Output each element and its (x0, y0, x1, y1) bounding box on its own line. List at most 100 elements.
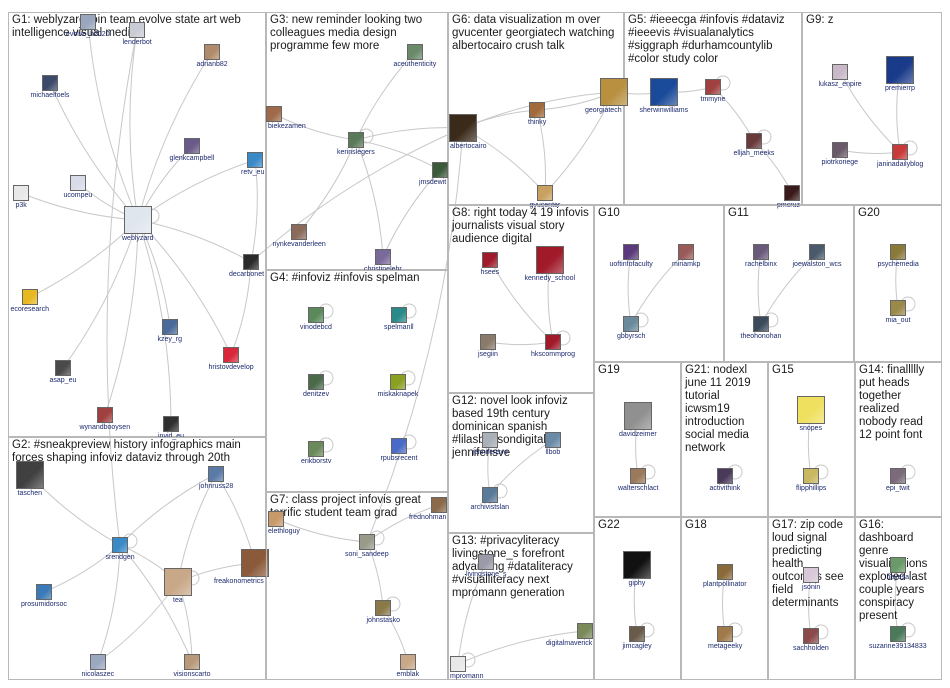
node-avatar-elljah-meeks[interactable] (746, 133, 762, 149)
node-avatar-piotrkoriege[interactable] (832, 142, 848, 158)
node-avatar-kerinslegers[interactable] (348, 132, 364, 148)
node-avatar-adrianb82[interactable] (204, 44, 220, 60)
node-avatar-biekezamen[interactable] (266, 106, 282, 122)
node-avatar-lukasz-enpire[interactable] (832, 64, 848, 80)
node-avatar-gvucenter[interactable] (537, 185, 553, 201)
node-avatar-albertocairo[interactable] (449, 114, 477, 142)
node-avatar-activithink[interactable] (717, 468, 733, 484)
node-avatar-sachholden[interactable] (803, 628, 819, 644)
node-avatar-srendgen[interactable] (112, 537, 128, 553)
node-avatar-archivistslan[interactable] (482, 487, 498, 503)
node-avatar-soni-sandeep[interactable] (359, 534, 375, 550)
node-avatar-kzey-rg[interactable] (162, 319, 178, 335)
cluster-title: G4: #infoviz #infovis spelman (270, 272, 420, 284)
node-avatar-flipphillips[interactable] (803, 468, 819, 484)
node-avatar-evolve-h2020[interactable] (80, 14, 96, 30)
node-avatar-aceuthenticity[interactable] (407, 44, 423, 60)
node-label: flipphillips (796, 485, 827, 492)
node-avatar-wynandbooysen[interactable] (97, 407, 113, 423)
node-avatar-rpubsrecent[interactable] (391, 438, 407, 454)
node-avatar-invid-eu[interactable] (163, 416, 179, 432)
cluster-title: G11 (728, 207, 749, 219)
node-label: giphy (628, 580, 646, 587)
node-avatar-decarbonet[interactable] (243, 254, 259, 270)
node-avatar-vinodebcd[interactable] (308, 307, 324, 323)
node-avatar-denitzev[interactable] (308, 374, 324, 390)
node-label: ucompeu (63, 192, 93, 199)
node-avatar-jmsdewit[interactable] (432, 162, 448, 178)
node-avatar-johnstasko[interactable] (375, 600, 391, 616)
node-avatar-taschen[interactable] (16, 461, 44, 489)
node-avatar-jimcagley[interactable] (629, 626, 645, 642)
node-avatar-nynkevanderleen[interactable] (291, 224, 307, 240)
node-label: glenkcampbell (169, 155, 215, 162)
node-avatar-asap-eu[interactable] (55, 360, 71, 376)
node-avatar-erikborstv[interactable] (308, 441, 324, 457)
node-avatar-georgiatech[interactable] (600, 78, 628, 106)
node-avatar-metageeky[interactable] (717, 626, 733, 642)
cluster-panel-g11: G11 (724, 205, 854, 362)
node-avatar-mia-out[interactable] (890, 300, 906, 316)
node-avatar-ecoresearch[interactable] (22, 289, 38, 305)
node-avatar-jenniferisve[interactable] (482, 432, 498, 448)
edge (275, 518, 368, 543)
node-label: taschen (17, 490, 43, 497)
node-avatar-elethloguy[interactable] (268, 511, 284, 527)
node-avatar-spelmanll[interactable] (391, 307, 407, 323)
node-avatar-michaelfoels[interactable] (42, 75, 58, 91)
node-avatar-johnruss28[interactable] (208, 466, 224, 482)
node-avatar-epi-twit[interactable] (890, 468, 906, 484)
node-avatar-suzanne39134833[interactable] (890, 626, 906, 642)
node-avatar-frednohman[interactable] (431, 497, 447, 513)
node-avatar-christinelehr[interactable] (375, 249, 391, 265)
node-avatar-sherwinwilliams[interactable] (650, 78, 678, 106)
node-avatar-weblyzard[interactable] (124, 206, 152, 234)
node-avatar-emblak[interactable] (400, 654, 416, 670)
node-avatar-psychemedia[interactable] (890, 244, 906, 260)
node-avatar-prosumidorsoc[interactable] (36, 584, 52, 600)
node-avatar-jsonin[interactable] (803, 567, 819, 583)
node-label: spelmanll (384, 324, 414, 331)
node-avatar-giphy[interactable] (623, 551, 651, 579)
node-avatar-hristovdevelop[interactable] (223, 347, 239, 363)
node-avatar-hsees[interactable] (482, 252, 498, 268)
node-avatar-ucompeu[interactable] (70, 175, 86, 191)
edge (87, 21, 139, 221)
node-avatar-theohonohan[interactable] (753, 316, 769, 332)
node-avatar-miskaknapek[interactable] (390, 374, 406, 390)
node-avatar-nicolaszec[interactable] (90, 654, 106, 670)
node-avatar-snopes[interactable] (797, 396, 825, 424)
node-avatar-glenkcampbell[interactable] (184, 138, 200, 154)
node-avatar-mpromann[interactable] (450, 656, 466, 672)
node-avatar-joewalston-wcs[interactable] (809, 244, 825, 260)
node-avatar-tea[interactable] (164, 568, 192, 596)
node-avatar-gbbyrsch[interactable] (623, 316, 639, 332)
node-avatar-tmmyne[interactable] (705, 79, 721, 95)
node-avatar-plantpollinator[interactable] (717, 564, 733, 580)
node-avatar-kennedy-school[interactable] (536, 246, 564, 274)
node-label: biekezamen (268, 123, 306, 130)
node-avatar-davidzeimer[interactable] (624, 402, 652, 430)
node-avatar-janinadailyblog[interactable] (892, 144, 908, 160)
node-avatar-p3k[interactable] (13, 185, 29, 201)
node-label: johnstasko (366, 617, 400, 624)
node-avatar-digitalmaverick[interactable] (577, 623, 593, 639)
node-avatar-retv-eu[interactable] (247, 152, 263, 168)
node-avatar-heyesa[interactable] (890, 557, 906, 573)
node-avatar-walterschlact[interactable] (630, 468, 646, 484)
node-avatar-thinky[interactable] (529, 102, 545, 118)
node-avatar-rachelbinx[interactable] (753, 244, 769, 260)
node-avatar-hkscommprog[interactable] (545, 334, 561, 350)
node-avatar-uoftinfofaculty[interactable] (623, 244, 639, 260)
node-avatar-livingstone-s[interactable] (478, 554, 494, 570)
node-avatar-jsegiin[interactable] (480, 334, 496, 350)
node-avatar-pmcruz[interactable] (784, 185, 800, 201)
node-avatar-llbob[interactable] (545, 432, 561, 448)
node-label: davidzeimer (619, 431, 657, 438)
node-avatar-freakonometrics[interactable] (241, 549, 269, 577)
node-avatar-visionscarto[interactable] (184, 654, 200, 670)
node-avatar-lenderbot[interactable] (129, 22, 145, 38)
node-avatar-premierrp[interactable] (886, 56, 914, 84)
node-avatar-miriamkp[interactable] (678, 244, 694, 260)
node-label: jmsdewit (419, 179, 447, 186)
